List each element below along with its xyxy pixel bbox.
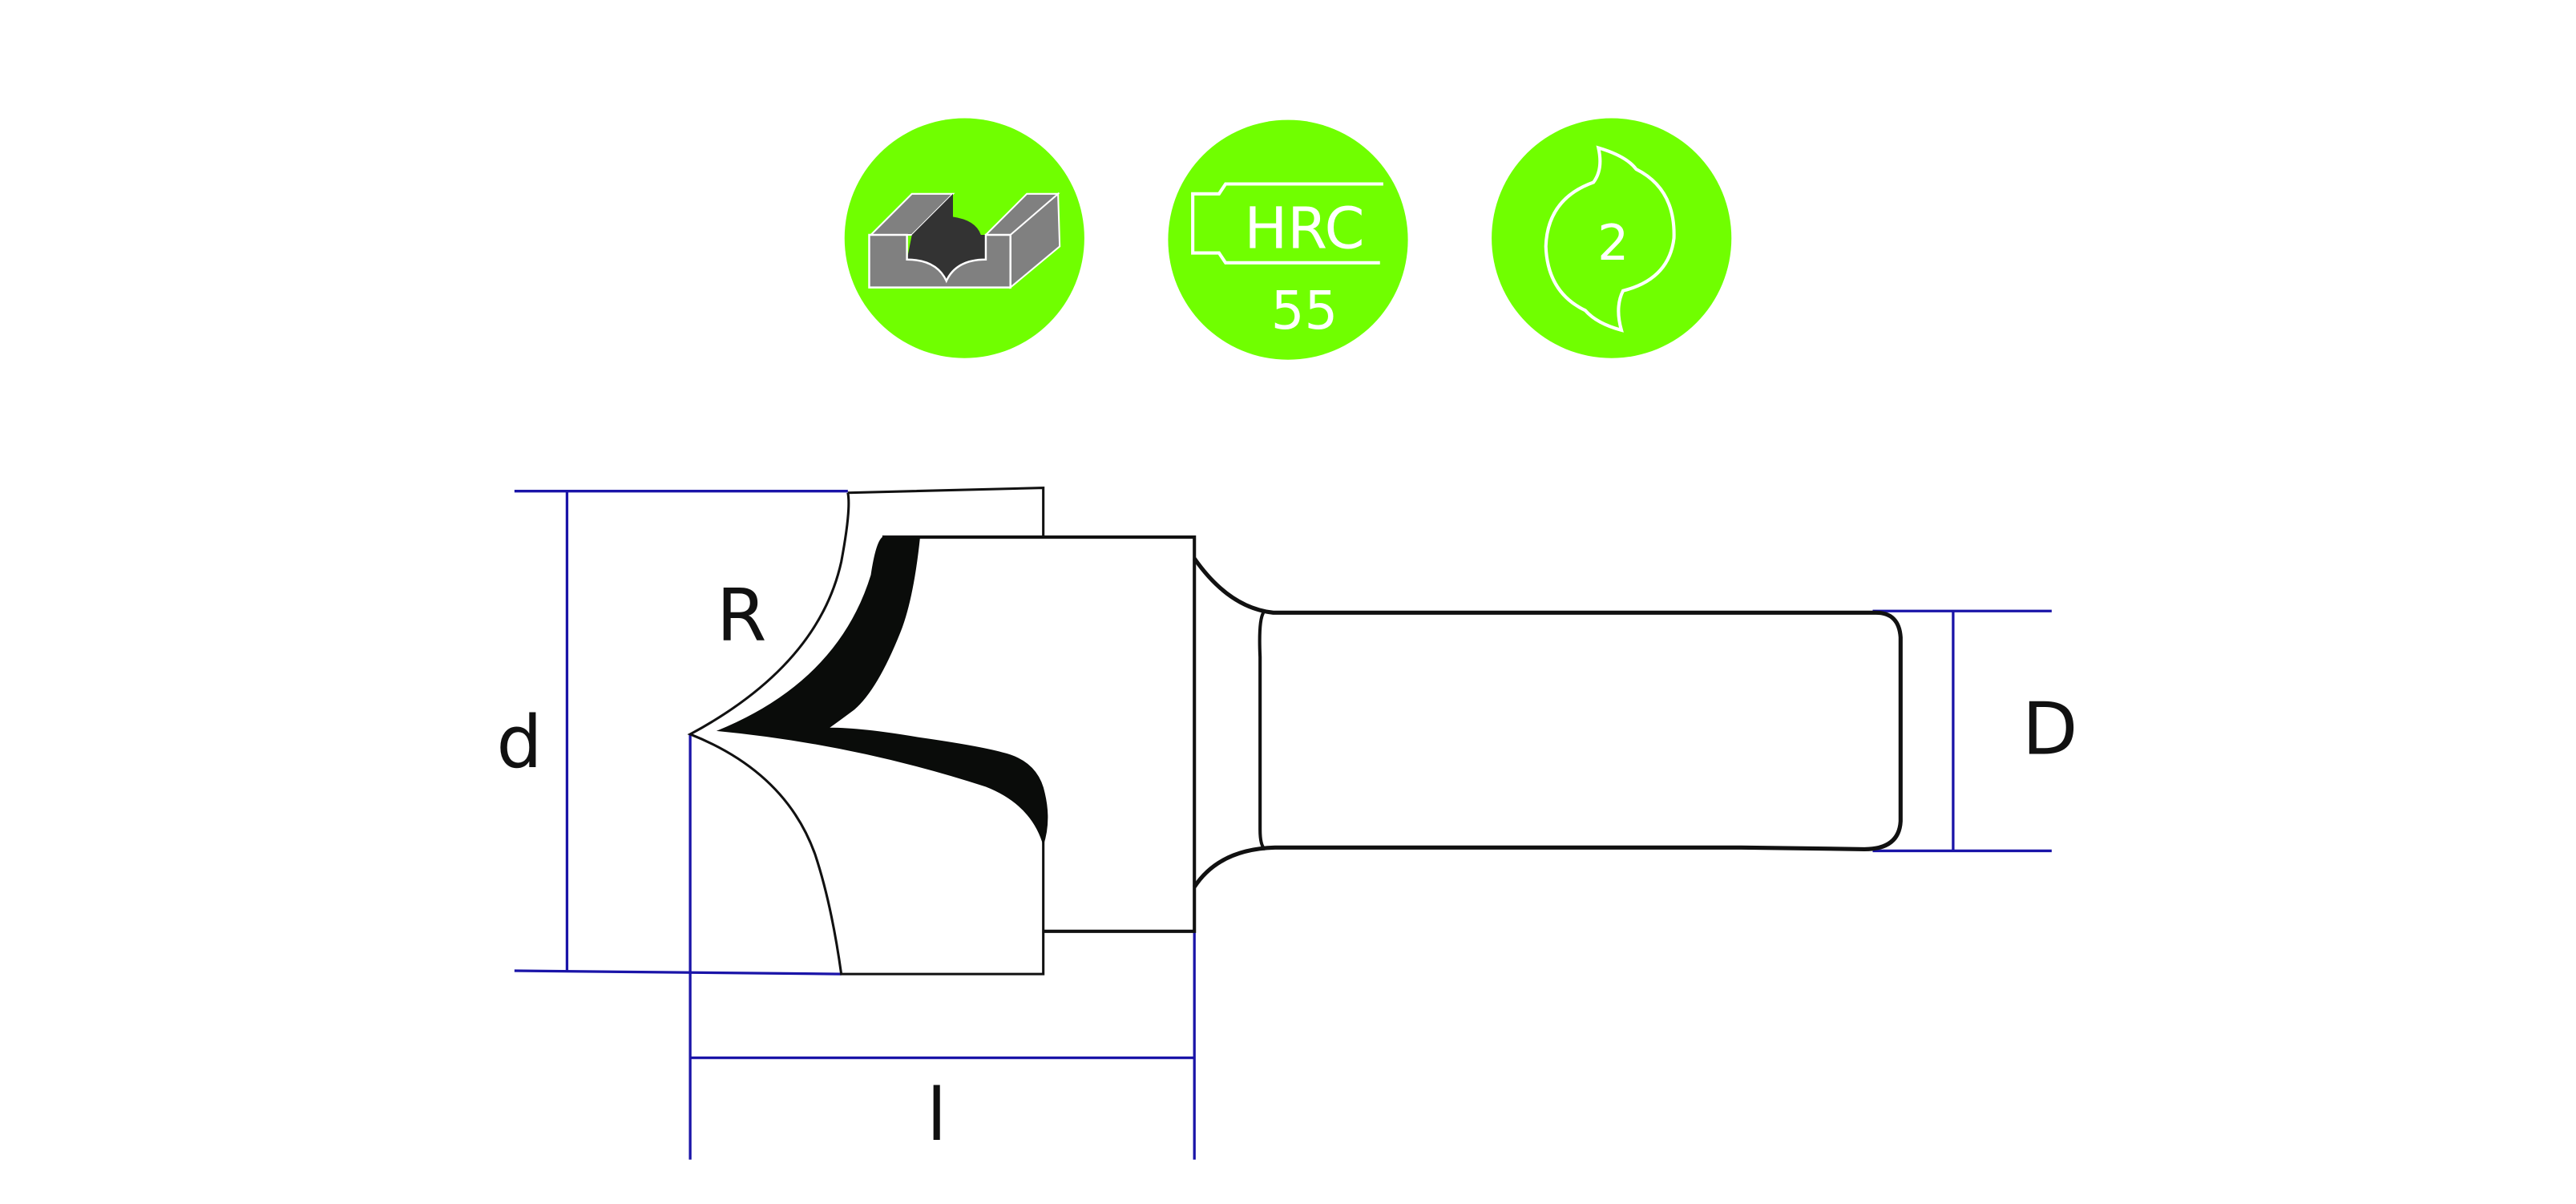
- profile-cut-icon: [844, 118, 1084, 358]
- dimension-l: l: [688, 733, 1196, 1160]
- l-label: l: [927, 1073, 947, 1158]
- R-label: R: [717, 574, 767, 658]
- d-label: d: [496, 701, 542, 785]
- hrc-label: HRC: [1244, 194, 1364, 261]
- shank-outline: [1193, 557, 1903, 888]
- hardness-icon: HRC 55: [1168, 119, 1408, 360]
- flutes-icon: 2: [1492, 118, 1732, 358]
- flutes-value: 2: [1597, 215, 1629, 272]
- D-label: D: [2022, 688, 2077, 772]
- dimension-D: D: [1872, 609, 2077, 853]
- cutter-outline: [687, 487, 1197, 976]
- hrc-value: 55: [1271, 281, 1338, 341]
- dimension-d: d: [496, 490, 848, 976]
